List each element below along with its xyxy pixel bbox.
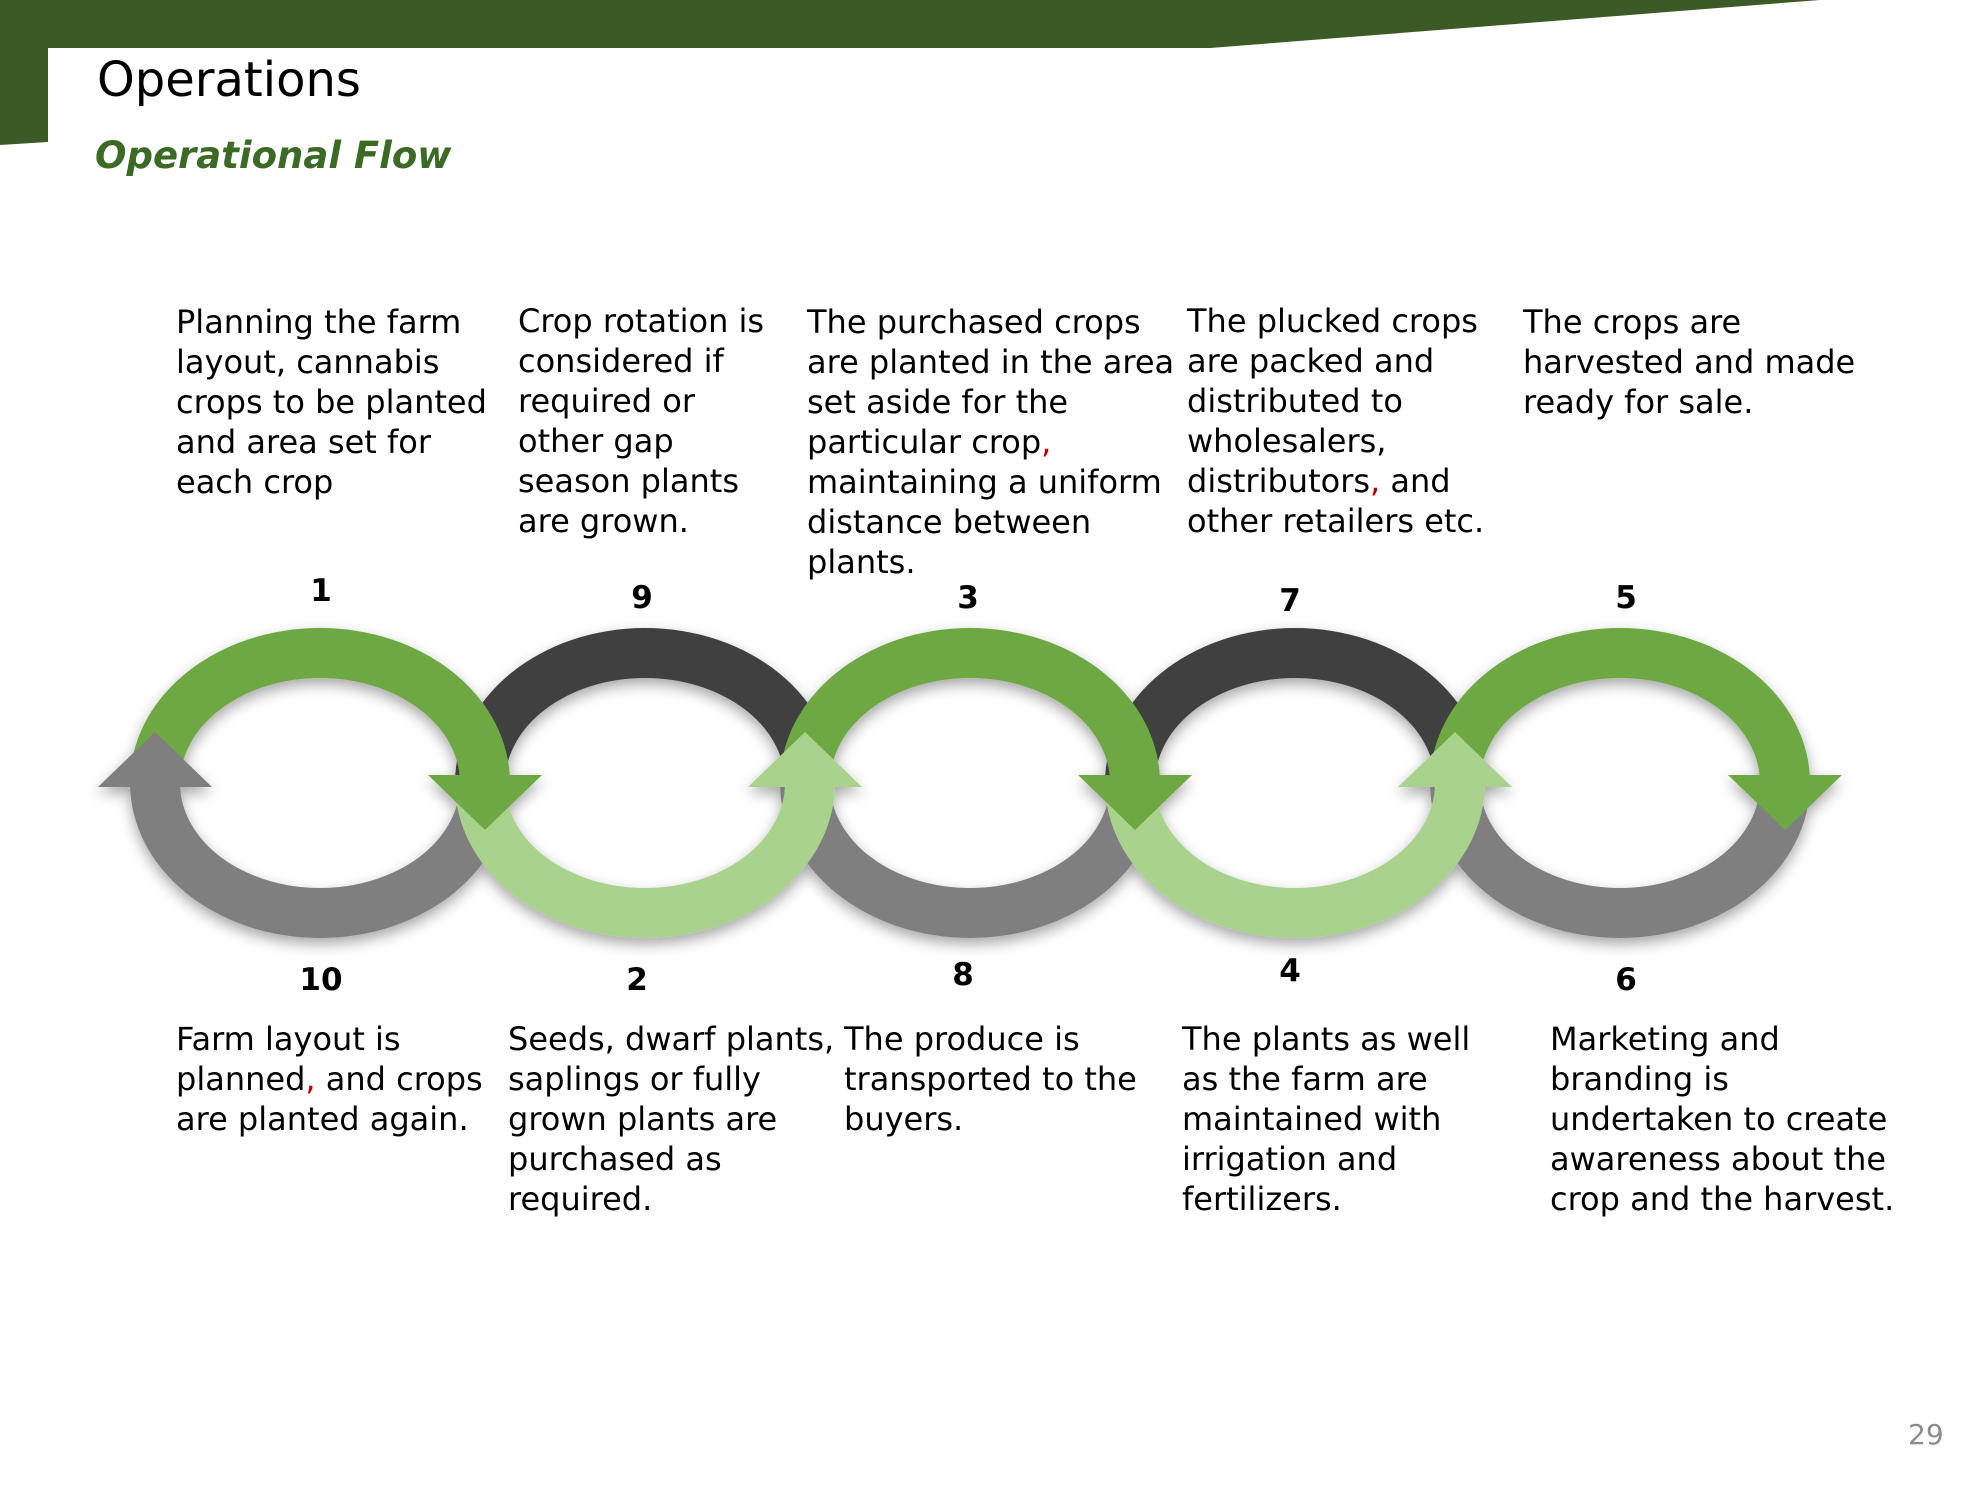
page-title: Operations (97, 52, 361, 108)
step-number-7: 7 (1279, 583, 1301, 619)
arrow-head-green-down (1078, 775, 1192, 830)
step-number-2: 2 (626, 962, 648, 998)
header-band (0, 0, 1820, 145)
step-number-3: 3 (957, 580, 979, 616)
header-side-tab (0, 0, 48, 145)
step-number-1: 1 (310, 573, 332, 609)
step-2-text: Seeds, dwarf plants, saplings or fully g… (508, 1020, 835, 1218)
arrow-head-gray-up (98, 732, 212, 787)
header-bar (0, 0, 1820, 48)
ring-2-bottom-lightgreen (455, 783, 835, 938)
step-8-text: The produce is transported to the buyers… (844, 1020, 1137, 1138)
step-number-10: 10 (299, 962, 343, 998)
ring-5-top-green (1430, 628, 1810, 783)
step-10-text: Farm layout is planned, and crops are pl… (176, 1020, 483, 1138)
arrow-head-green-down (1728, 775, 1842, 830)
arrow-head-green-down (428, 775, 542, 830)
ring-1-bottom-gray (130, 783, 510, 938)
ring-4-bottom-lightgreen (1105, 783, 1485, 938)
step-number-4: 4 (1279, 953, 1301, 989)
page-number: 29 (1908, 1418, 1944, 1451)
arrow-head-lightgreen-up (1398, 732, 1512, 787)
ring-2-top-charcoal (455, 628, 835, 783)
page-subtitle: Operational Flow (95, 134, 452, 177)
step-4-text: The plants as well as the farm are maint… (1182, 1020, 1471, 1218)
ring-5-bottom-gray (1430, 783, 1810, 938)
step-7-text: The plucked crops are packed and distrib… (1187, 302, 1485, 540)
step-1-text: Planning the farm layout, cannabis crops… (176, 303, 487, 501)
step-number-9: 9 (631, 580, 653, 616)
step-number-8: 8 (952, 957, 974, 993)
arrow-head-lightgreen-up (748, 732, 862, 787)
step-9-text: Crop rotation is considered if required … (518, 302, 765, 540)
step-5-text: The crops are harvested and made ready f… (1523, 303, 1856, 421)
step-number-5: 5 (1615, 580, 1637, 616)
step-6-text: Marketing and branding is undertaken to … (1550, 1020, 1895, 1218)
ring-3-bottom-gray (780, 783, 1160, 938)
step-3-text: The purchased crops are planted in the a… (807, 303, 1175, 581)
ring-1-top-green (130, 628, 510, 783)
ring-3-top-green (780, 628, 1160, 783)
step-number-6: 6 (1615, 962, 1637, 998)
ring-4-top-charcoal (1105, 628, 1485, 783)
